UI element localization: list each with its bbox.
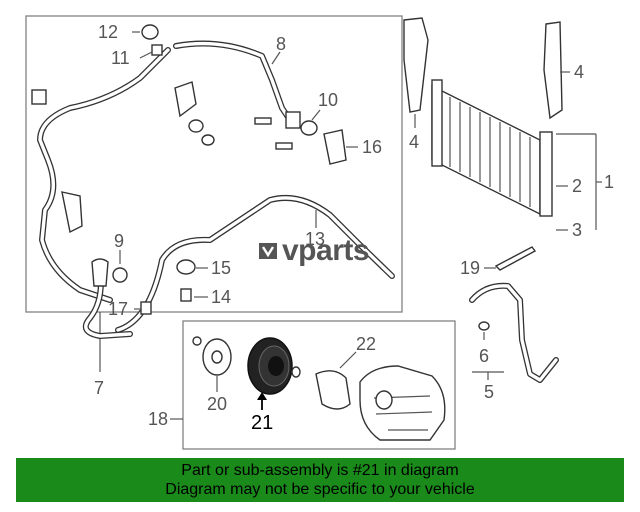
pipe-assembly-5: [469, 282, 559, 383]
hose-connector: [91, 258, 109, 287]
o-ring-small: [188, 119, 204, 133]
callout-22: 22: [356, 334, 376, 354]
snap-ring: [291, 366, 301, 378]
callout-1: 1: [604, 172, 614, 192]
callout-13: 13: [305, 229, 325, 249]
o-ring-6: [478, 321, 490, 331]
callout-9: 9: [114, 231, 124, 251]
cap-15: [176, 259, 196, 275]
callout-8: 8: [276, 34, 286, 54]
callout-18: 18: [148, 409, 168, 429]
o-ring-9: [112, 267, 128, 283]
callout-6: 6: [479, 346, 489, 366]
callout-17: 17: [108, 299, 128, 319]
o-ring-small-2: [201, 134, 215, 146]
leader-lines: [119, 31, 602, 410]
callout-14: 14: [211, 287, 231, 307]
group-box-7: [25, 15, 403, 313]
vparts-watermark: vparts: [258, 234, 370, 267]
pulley-21: [247, 337, 293, 395]
callout-11: 11: [111, 48, 130, 68]
watermark-text: vparts: [282, 234, 370, 267]
bolt-b: [275, 142, 293, 150]
air-guard-left-4: [403, 17, 429, 113]
callout-7: 7: [94, 378, 104, 398]
callout-2: 2: [572, 176, 582, 196]
callout-4-left: 4: [409, 132, 419, 152]
cap-12: [141, 24, 159, 40]
pressure-sensor-16: [323, 129, 347, 165]
condenser-assembly: [431, 79, 553, 217]
valve-bracket: [174, 81, 197, 118]
callout-10: 10: [318, 90, 338, 110]
hose-end-fitting: [285, 111, 301, 129]
group-box-18: [182, 320, 456, 450]
bolt-19: [494, 246, 537, 271]
valve-17: [140, 301, 152, 315]
compressor-body: [359, 365, 446, 441]
condenser-tank-left: [431, 79, 443, 167]
valve-core-11: [151, 44, 163, 56]
vparts-logo-icon: [259, 243, 277, 259]
callout-21-highlighted[interactable]: 21: [251, 412, 273, 434]
callout-15: 15: [211, 258, 231, 278]
o-ring-10: [300, 120, 318, 136]
pipe-clamp: [61, 191, 83, 234]
bracket-fitting: [31, 89, 47, 105]
hose-lower-left: [82, 267, 133, 339]
banner-line-2: Diagram may not be specific to your vehi…: [165, 481, 475, 498]
field-coil-22: [315, 370, 351, 410]
callout-4-right: 4: [574, 62, 584, 82]
info-banner: Part or sub-assembly is #21 in diagram D…: [16, 458, 624, 502]
fitting-14: [180, 288, 192, 302]
callout-16: 16: [362, 137, 382, 157]
callout-19: 19: [460, 258, 480, 278]
banner-line-1: Part or sub-assembly is #21 in diagram: [181, 462, 459, 479]
receiver-drier: [539, 131, 553, 217]
hose-8: [173, 40, 293, 123]
pressure-hose-left: [37, 47, 171, 303]
callout-3: 3: [572, 220, 582, 240]
callout-20: 20: [207, 394, 227, 414]
air-guard-right-4: [543, 21, 563, 120]
bolt-a: [254, 117, 272, 125]
hub-nut: [192, 336, 202, 346]
callout-5: 5: [484, 382, 494, 402]
callout-12: 12: [98, 22, 118, 42]
